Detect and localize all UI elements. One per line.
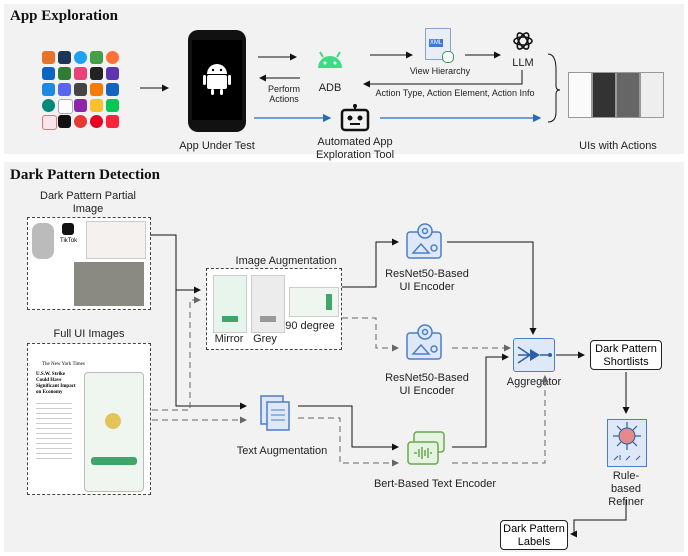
resnet-encoder-label-1: ResNet50-Based UI Encoder (385, 268, 469, 293)
brace (547, 53, 561, 123)
arrow (452, 353, 509, 448)
uis-with-actions-label: UIs with Actions (579, 140, 657, 152)
ninety-degree-label: 90 degree (285, 320, 335, 332)
app-icon (74, 83, 87, 96)
image-encoder-icon (406, 223, 442, 259)
rotated-image (289, 287, 339, 317)
arrow (447, 241, 537, 335)
image-augmentation-label: Image Augmentation (235, 255, 337, 267)
app-icon (74, 67, 87, 80)
bert-encoder-label: Bert-Based Text Encoder (373, 478, 497, 490)
app-icon (74, 99, 87, 112)
arrow (175, 290, 247, 410)
grey-label: Grey (253, 333, 277, 345)
full-ui-label: Full UI Images (53, 328, 125, 340)
mirror-image (213, 275, 247, 333)
popup-screenshot (84, 372, 144, 492)
dark-pattern-shortlists-box: Dark Pattern Shortlists (590, 340, 662, 370)
check-icon (442, 51, 454, 63)
resnet-encoder-label-2: ResNet50-Based UI Encoder (385, 372, 469, 397)
llm-label: LLM (512, 57, 534, 69)
refiner-box (607, 419, 647, 467)
app-icon (106, 67, 119, 80)
app-icon (90, 83, 103, 96)
arrow (363, 70, 523, 88)
arrow (342, 238, 399, 288)
robot-icon (340, 104, 370, 132)
ui-screenshot-thumbnail (592, 72, 616, 118)
app-icon (42, 99, 55, 112)
arrow (570, 500, 627, 538)
app-icon (42, 83, 55, 96)
ui-screenshot-thumbnail (568, 72, 592, 118)
app-icon (58, 83, 71, 96)
app-icon (58, 67, 71, 80)
app-icon (90, 67, 103, 80)
app-icon (58, 99, 73, 114)
partial-image-label: Dark Pattern Partial Image (40, 190, 136, 215)
tool-label: Automated App Exploration Tool (315, 136, 395, 161)
mirror-label: Mirror (214, 333, 244, 345)
app-icons-grid (42, 51, 132, 131)
arrow (298, 405, 399, 451)
app-icon (74, 115, 87, 128)
app-icon (90, 99, 103, 112)
app-icon (106, 115, 119, 128)
photo-screenshot (74, 262, 144, 306)
perform-actions-label: Perform Actions (267, 84, 300, 104)
app-icon (90, 51, 103, 64)
grey-image (251, 275, 285, 333)
person-photo (32, 223, 54, 259)
app-icon (42, 115, 57, 130)
phone-device (188, 30, 246, 132)
dashed-arrow (298, 417, 399, 467)
ui-screenshot-thumbnail (616, 72, 640, 118)
app-icon (106, 51, 119, 64)
text-encoder-icon (407, 431, 445, 465)
text-augmentation-label: Text Augmentation (236, 445, 328, 457)
dark-pattern-detection-title: Dark Pattern Detection (10, 167, 160, 183)
app-icon (74, 51, 87, 64)
arrow (150, 234, 201, 294)
llm-icon (513, 32, 533, 50)
dashed-arrow (452, 375, 549, 464)
dark-pattern-labels-box: Dark Pattern Labels (500, 520, 568, 550)
merge-icon (517, 346, 552, 364)
action-info-label: Action Type, Action Element, Action Info (375, 88, 535, 98)
app-icon (58, 51, 71, 64)
adb-label: ADB (318, 82, 342, 94)
dashed-arrow (152, 296, 201, 411)
image-encoder-icon (406, 324, 442, 360)
app-icon (106, 83, 119, 96)
product-screenshot (86, 221, 146, 259)
ui-screenshot-thumbnail (640, 72, 664, 118)
xml-document-icon: XML (425, 28, 454, 63)
android-icon (203, 64, 231, 95)
full-ui-box: The New York Times U.S.W. Strike Could H… (27, 343, 151, 495)
app-icon (42, 51, 55, 64)
partial-image-box: TikTok (27, 217, 151, 310)
app-icon (90, 115, 103, 128)
rules-icon (613, 422, 641, 461)
documents-icon (260, 395, 290, 431)
view-hierarchy-label: View Hierarchy (409, 66, 471, 76)
dashed-arrow (342, 317, 399, 352)
app-icon (42, 67, 55, 80)
adb-android-icon (318, 51, 342, 68)
aggregator-box (513, 338, 555, 372)
app-icon (106, 99, 119, 112)
app-exploration-title: App Exploration (10, 8, 118, 24)
tiktok-icon (62, 223, 74, 235)
image-augmentation-box (206, 268, 342, 350)
app-under-test-label: App Under Test (179, 140, 255, 152)
app-icon (58, 115, 71, 128)
